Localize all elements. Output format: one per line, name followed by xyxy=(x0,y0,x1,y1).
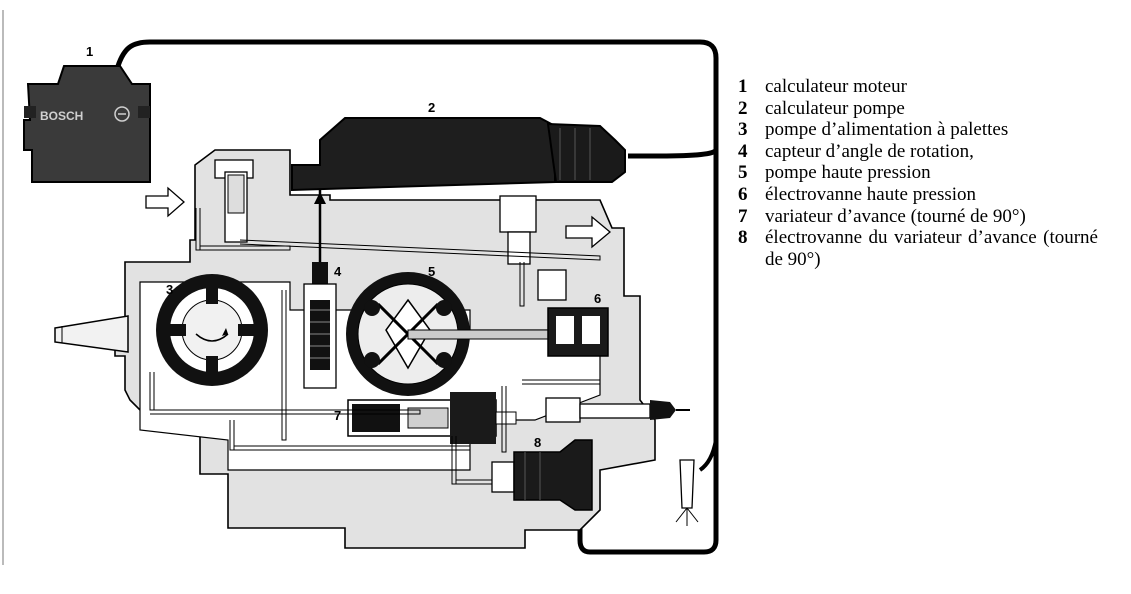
vane-supply-pump xyxy=(156,274,268,386)
legend-text: pompe haute pression xyxy=(765,162,931,184)
timing-device xyxy=(347,392,517,444)
fuel-inlet-arrow xyxy=(145,186,185,218)
legend-text: calculateur moteur xyxy=(765,76,907,97)
rotation-angle-sensor xyxy=(303,262,337,389)
legend-number: 6 xyxy=(738,183,748,205)
callout-4: 4 xyxy=(334,264,342,279)
callout-5: 5 xyxy=(428,264,435,279)
drive-shaft xyxy=(54,315,129,353)
legend-number: 3 xyxy=(738,119,748,141)
legend-number: 4 xyxy=(738,140,748,162)
legend-item: 6 électrovanne haute pression xyxy=(738,184,1098,206)
fuel-passages xyxy=(149,208,601,485)
bosch-logo-text: BOSCH xyxy=(40,109,83,123)
legend-item: 2 calculateur pompe xyxy=(738,98,1098,120)
overflow-valve xyxy=(499,195,567,301)
legend-text: électrovanne haute pression xyxy=(765,183,977,205)
legend-item: 1 calculateur moteur xyxy=(738,76,1098,98)
injector xyxy=(545,397,699,526)
component-legend: 1 calculateur moteur 2 calculateur pompe 3 po… xyxy=(738,76,1098,270)
legend-text: pompe d’alimentation à palettes xyxy=(765,119,1009,141)
callout-7: 7 xyxy=(334,408,341,423)
pump-ecu-unit xyxy=(291,117,626,262)
legend-item: 8 électrovanne du variateur d’avance (tou… xyxy=(738,227,1098,270)
engine-ecu-unit: BOSCH xyxy=(23,65,151,183)
legend-number: 8 xyxy=(738,227,748,249)
legend-number: 7 xyxy=(738,205,748,227)
legend-number: 2 xyxy=(738,97,748,119)
callout-3: 3 xyxy=(166,282,173,297)
legend-item: 3 pompe d’alimentation à palettes xyxy=(738,119,1098,141)
legend-text: variateur d’avance (tourné de 90°) xyxy=(765,205,1026,227)
callout-2: 2 xyxy=(428,100,435,115)
legend-number: 5 xyxy=(738,162,748,184)
legend-text: électrovanne du variateur d’avance (tour… xyxy=(765,227,1098,270)
high-pressure-pump xyxy=(346,272,559,396)
fuel-pump-diagram: BOSCH xyxy=(2,10,719,565)
legend-item: 7 variateur d’avance (tourné de 90°) xyxy=(738,206,1098,228)
timing-solenoid-valve xyxy=(491,439,593,511)
legend-text: capteur d’angle de rotation, xyxy=(765,140,974,162)
callout-8: 8 xyxy=(534,435,541,450)
legend-item: 4 capteur d’angle de rotation, xyxy=(738,141,1098,163)
legend-item: 5 pompe haute pression xyxy=(738,162,1098,184)
callout-6: 6 xyxy=(594,291,601,306)
legend-number: 1 xyxy=(738,76,748,97)
high-pressure-solenoid-valve xyxy=(547,307,609,357)
callout-1: 1 xyxy=(86,44,93,59)
pressure-regulator-valve xyxy=(214,159,254,243)
fuel-outlet-arrow xyxy=(565,215,612,249)
legend-text: calculateur pompe xyxy=(765,97,905,119)
